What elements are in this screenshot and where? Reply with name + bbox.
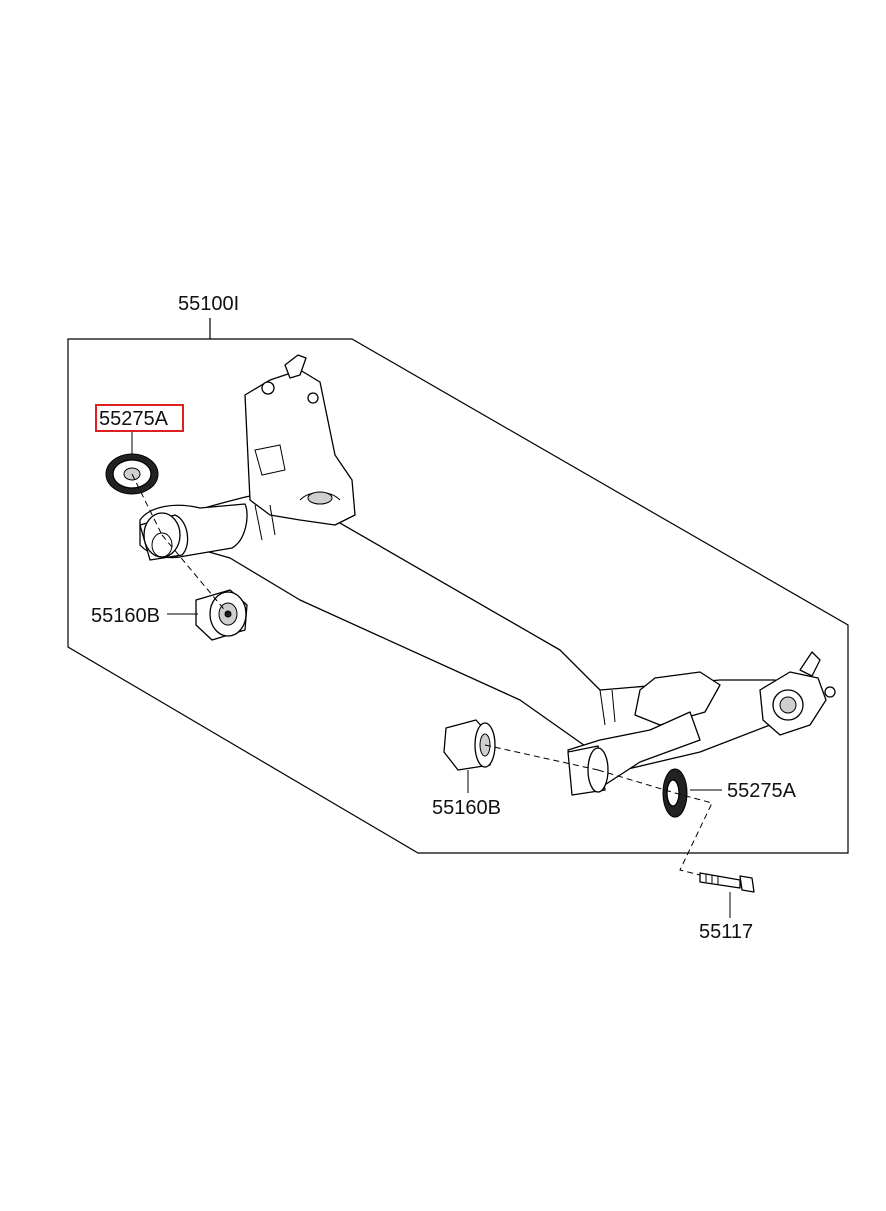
label-bushing-left[interactable]: 55160B (91, 605, 160, 627)
label-assembly[interactable]: 55100I (178, 293, 239, 315)
assembly-outline (67, 318, 849, 854)
bushing-55160B-left (195, 589, 248, 641)
highlight-box (95, 404, 184, 432)
bolt-55117 (699, 872, 755, 893)
right-arm-bush-housing (567, 745, 609, 796)
label-washer-top[interactable]: 55275A (99, 408, 169, 430)
bushing-55160B-right (443, 719, 496, 771)
assembly-dashed-lines (131, 473, 713, 876)
label-bolt[interactable]: 55117 (699, 921, 753, 943)
leader-lines (131, 431, 731, 918)
label-washer-bottom[interactable]: 55275A (727, 780, 797, 802)
label-bushing-right[interactable]: 55160B (432, 797, 501, 819)
torsion-beam-axle (139, 354, 836, 791)
